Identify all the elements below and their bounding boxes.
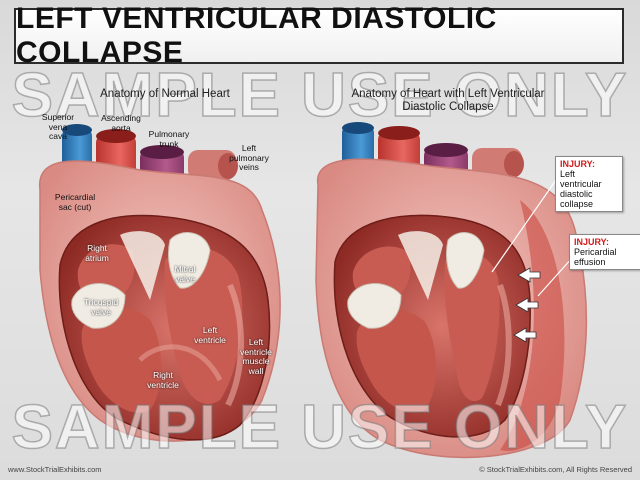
left-panel-title: Anatomy of Normal Heart [100, 88, 230, 100]
label-ascending-aorta: Ascending aorta [101, 113, 141, 133]
label-right-ventricle: Right ventricle [147, 370, 179, 390]
label-tricuspid-valve: Tricuspid valve [83, 297, 119, 317]
tricuspid-valve-shape [71, 283, 126, 329]
label-pulmonary-trunk: Pulmonary trunk [148, 129, 190, 149]
collapse-heart-illustration [315, 122, 588, 459]
injury-1-text: Left ventricular diastolic collapse [560, 169, 602, 209]
mitral-valve-shape [167, 232, 211, 289]
title-banner: LEFT VENTRICULAR DIASTOLIC COLLAPSE [14, 2, 624, 69]
label-right-atrium: Right atrium [85, 243, 109, 263]
normal-heart-illustration [39, 124, 281, 442]
right-ventricle-chamber [81, 307, 162, 413]
page-title: LEFT VENTRICULAR DIASTOLIC COLLAPSE [16, 2, 497, 69]
label-left-pulmonary-veins: Left pulmonary veins [229, 143, 269, 172]
label-lv-muscle-wall: Left ventricle muscle wall [240, 337, 272, 376]
right-panel-title-line2: Diastolic Collapse [402, 101, 494, 113]
compression-arrows [513, 267, 541, 343]
label-left-ventricle: Left ventricle [194, 325, 226, 345]
injury-callout-pericardial-effusion: INJURY: Pericardial effusion [569, 234, 640, 270]
label-mitral-valve: Mitral valve [174, 264, 196, 284]
label-pericardial-sac: Pericardial sac (cut) [54, 192, 96, 212]
right-panel-title-line1: Anatomy of Heart with Left Ventricular [351, 88, 545, 100]
injury-2-heading: INJURY: [574, 237, 610, 247]
collapsed-left-ventricle-chamber [444, 252, 500, 402]
footer-website: www.StockTrialExhibits.com [8, 465, 102, 474]
injury-callout-lv-collapse: INJURY: Left ventricular diastolic colla… [555, 156, 623, 212]
right-panel-title: Anatomy of Heart with Left Ventricular D… [318, 88, 578, 114]
label-superior-vena-cava: Superior vena cava [41, 112, 75, 141]
footer-copyright: © StockTrialExhibits.com, All Rights Res… [479, 465, 632, 474]
injury-2-text: Pericardial effusion [574, 247, 617, 267]
injury-1-heading: INJURY: [560, 159, 596, 169]
